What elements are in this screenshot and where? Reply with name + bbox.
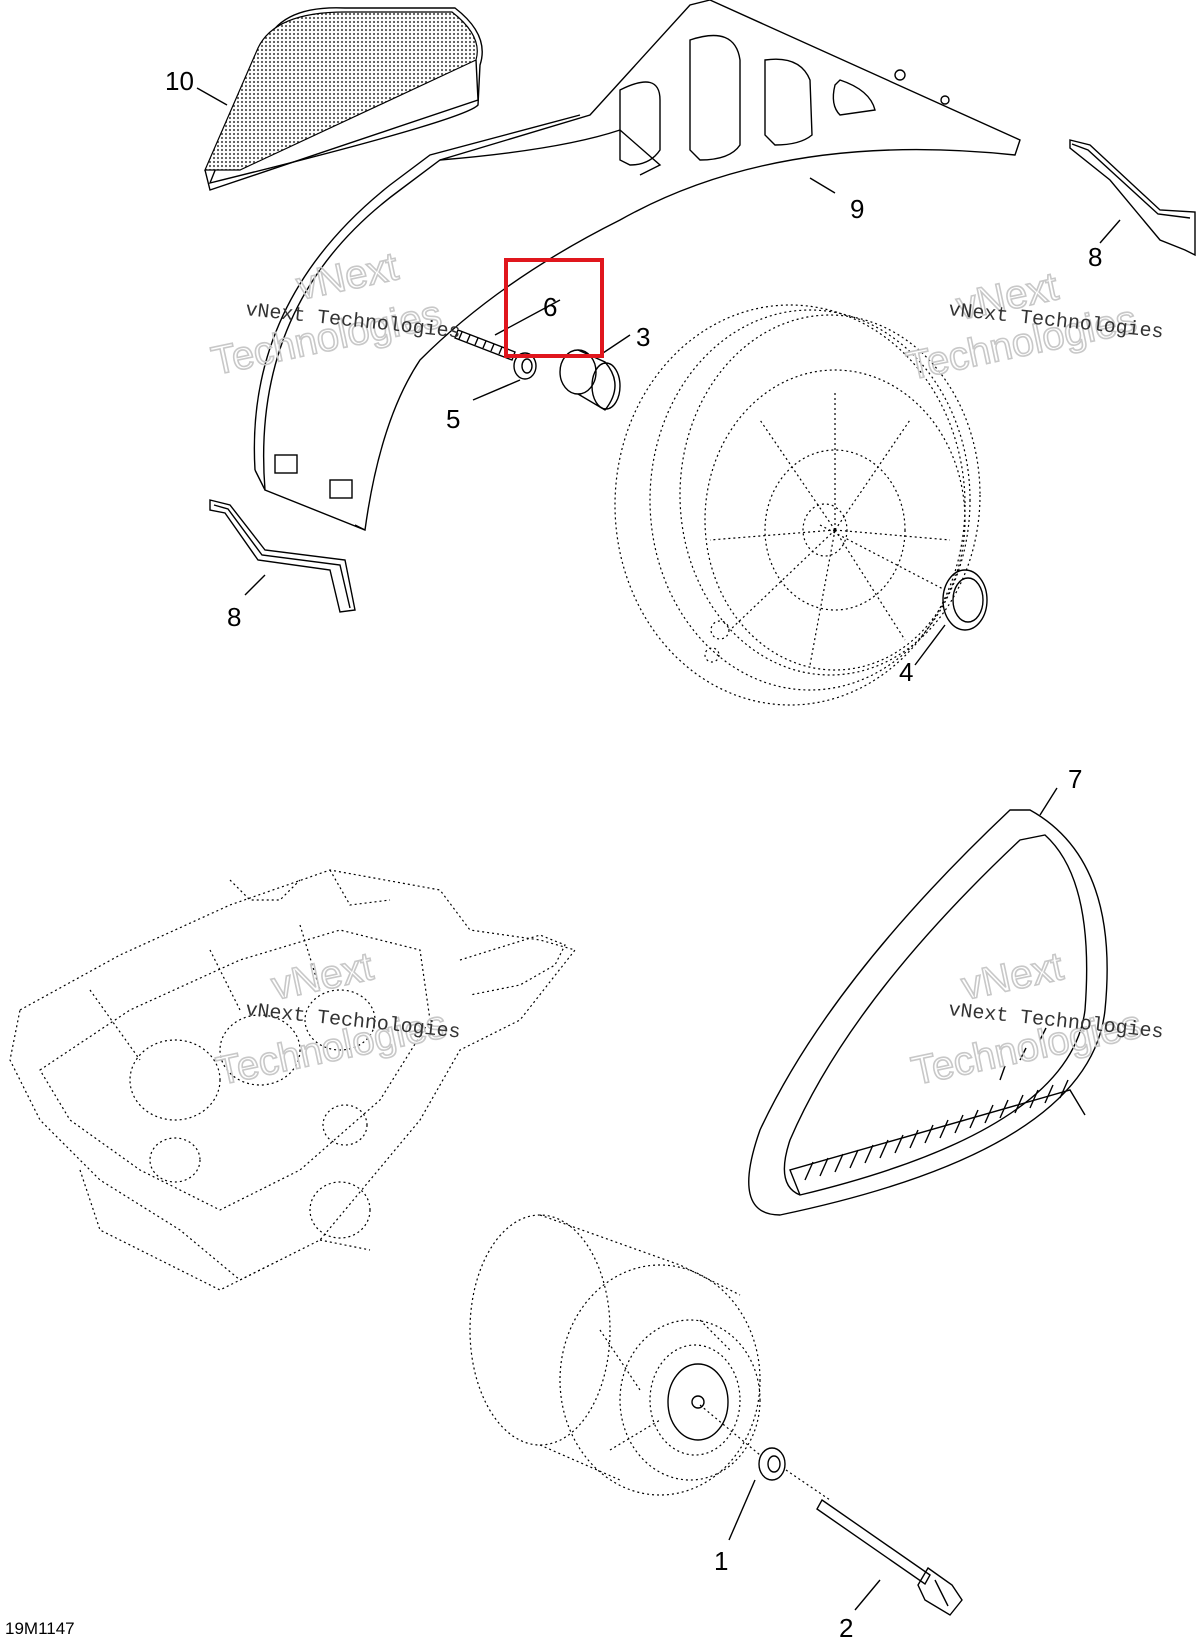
engine-assembly <box>9 869 577 1291</box>
svg-text:vNext: vNext <box>958 945 1067 1009</box>
callout-5: 5 <box>446 404 460 434</box>
gasket-part-8-right <box>1069 139 1196 257</box>
figure-reference: 19M1147 <box>5 1619 75 1638</box>
bolt-part-2 <box>816 1498 963 1616</box>
callout-7: 7 <box>1068 764 1082 794</box>
washer-part-5 <box>513 352 537 380</box>
watermark-top-left: vNext Technologies vNext Technologies <box>207 244 462 385</box>
callout-4: 4 <box>899 657 913 687</box>
drive-belt-part-7 <box>748 809 1108 1216</box>
pad-part-10 <box>204 7 483 191</box>
belt-guard-part-9 <box>253 0 1021 531</box>
callout-8-left: 8 <box>227 602 241 632</box>
gasket-part-8-left <box>209 499 356 613</box>
svg-text:vNext: vNext <box>268 945 377 1009</box>
watermark-middle-right: vNext Technologies vNext Technologies <box>907 944 1165 1095</box>
driven-pulley <box>614 304 981 706</box>
callout-1: 1 <box>714 1546 728 1576</box>
svg-text:vNext: vNext <box>293 245 402 309</box>
callout-3: 3 <box>636 322 650 352</box>
highlight-box <box>504 258 604 358</box>
ring-part-4 <box>942 569 988 631</box>
watermark-middle-left: vNext Technologies vNext Technologies <box>212 944 462 1095</box>
washer-part-1 <box>758 1447 786 1481</box>
callout-8-right: 8 <box>1088 242 1102 272</box>
callout-6: 6 <box>543 292 557 322</box>
watermark-top-right: vNext Technologies vNext Technologies <box>902 264 1165 390</box>
drive-pulley <box>469 1214 761 1496</box>
callout-10: 10 <box>165 66 194 96</box>
callout-2: 2 <box>839 1613 853 1641</box>
callout-9: 9 <box>850 194 864 224</box>
bolt-part-6 <box>454 329 516 361</box>
spacer-part-3 <box>559 349 621 411</box>
